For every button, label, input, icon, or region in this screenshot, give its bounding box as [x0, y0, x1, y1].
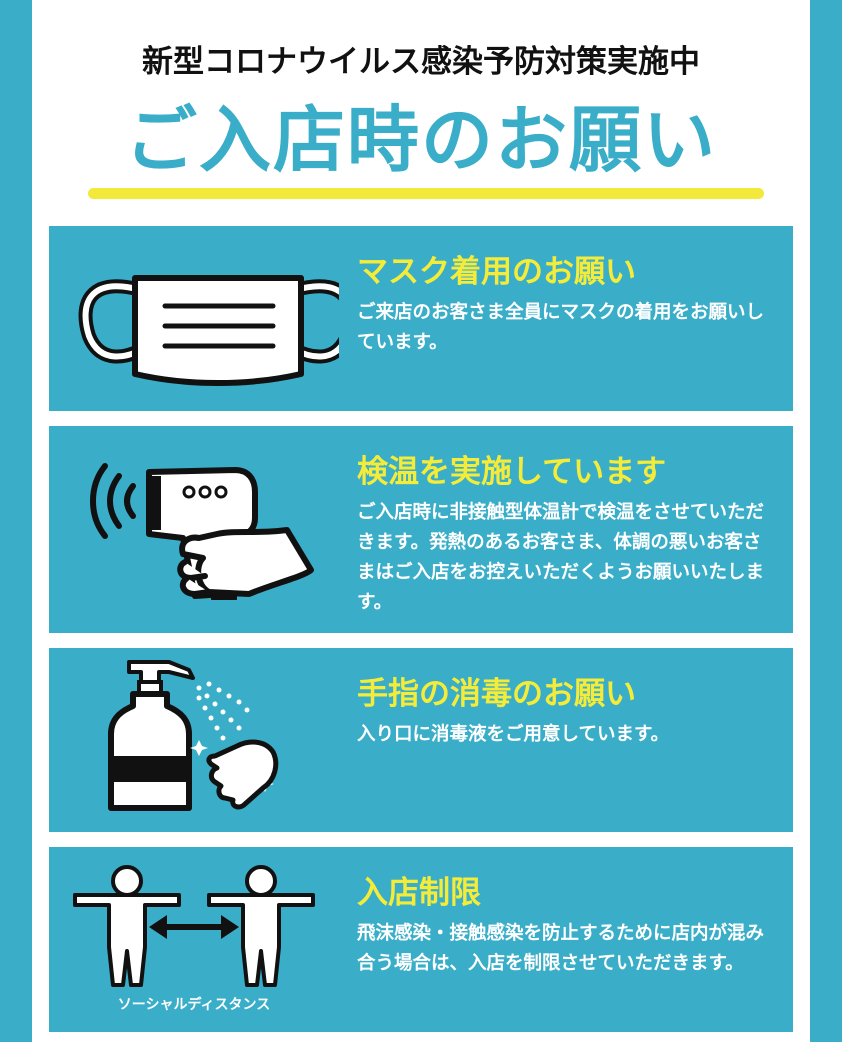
subtitle: 新型コロナウイルス感染予防対策実施中 — [142, 44, 700, 80]
card-body: 飛沫感染・接触感染を防止するために店内が混み合う場合は、入店を制限させていただき… — [357, 923, 765, 974]
card-heading: 手指の消毒のお願い — [357, 676, 636, 712]
sanitizer-icon — [49, 648, 339, 832]
thermometer-icon — [49, 426, 339, 633]
card-mask: マスク着用のお願い ご来店のお客さま全員にマスクの着用をお願いしています。 — [49, 226, 793, 411]
title-underline — [88, 188, 764, 199]
notice-sheet: 新型コロナウイルス感染予防対策実施中 ご入店時のお願い マスク着用のお願い ご来… — [32, 0, 810, 1042]
mask-icon — [49, 226, 339, 411]
card-entry-limit: ソーシャルディスタンス 入店制限 飛沫感染・接触感染を防止するために店内が混み合… — [49, 847, 793, 1032]
social-distance-label: ソーシャルディスタンス — [117, 997, 271, 1013]
card-body: ご入店時に非接触型体温計で検温をさせていただきます。発熱のあるお客さま、体調の悪… — [357, 502, 765, 613]
card-body: ご来店のお客さま全員にマスクの着用をお願いしています。 — [357, 302, 765, 353]
card-sanitizer: 手指の消毒のお願い 入り口に消毒液をご用意しています。 — [49, 648, 793, 832]
card-body: 入り口に消毒液をご用意しています。 — [357, 724, 670, 745]
social-distance-icon — [49, 847, 339, 1032]
page-title: ご入店時のお願い — [124, 98, 717, 182]
card-heading: 検温を実施しています — [357, 454, 667, 490]
card-heading: マスク着用のお願い — [357, 254, 636, 290]
card-temperature: 検温を実施しています ご入店時に非接触型体温計で検温をさせていただきます。発熱の… — [49, 426, 793, 633]
card-heading: 入店制限 — [357, 875, 481, 911]
